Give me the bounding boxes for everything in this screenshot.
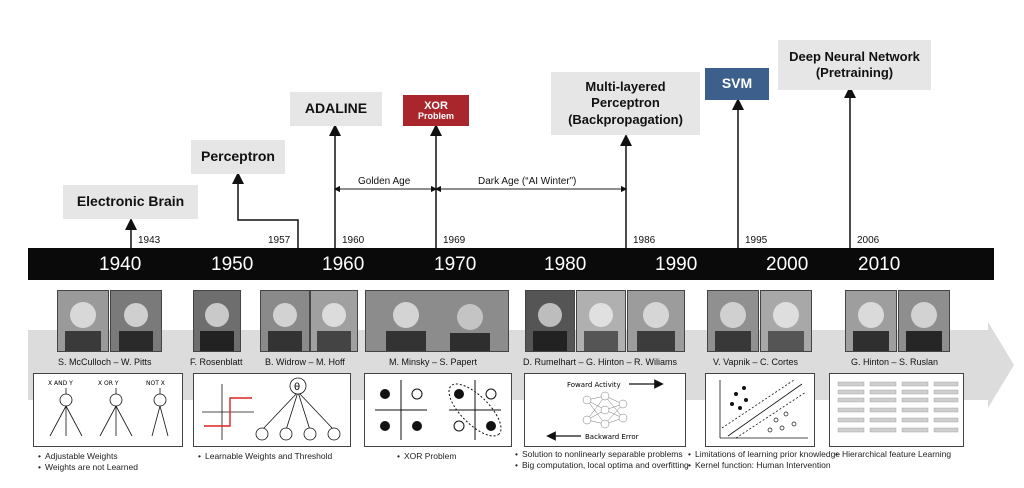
decade-label: 1990 <box>655 254 698 275</box>
golden-age-label: Golden Age <box>356 176 413 187</box>
perceptron-diagram: θ <box>202 377 341 441</box>
bullet-item: Limitations of learning prior knowledge <box>688 449 840 460</box>
milestone-electronic-brain: Electronic Brain <box>63 185 198 219</box>
dark-age-label: Dark Age (“AI Winter”) <box>476 176 579 187</box>
bullet-item: Weights are not Learned <box>38 462 138 473</box>
year-label: 1969 <box>443 235 466 246</box>
portrait-salakhutdinov <box>898 290 950 352</box>
people-names: F. Rosenblatt <box>190 357 243 367</box>
people-names: D. Rumelhart – G. Hinton – R. Wiliams <box>523 357 678 367</box>
portrait-vapnik <box>707 290 759 352</box>
milestone-xor-problem: XOR Problem <box>403 95 469 126</box>
portrait-cortes <box>760 290 812 352</box>
decade-label: 1970 <box>434 254 477 275</box>
portrait-mcculloch <box>57 290 109 352</box>
portrait-widrow <box>260 290 310 352</box>
decade-bar <box>28 248 994 280</box>
milestone-svm: SVM <box>705 68 769 100</box>
milestone-multilayer-perceptron: Multi-layered Perceptron (Backpropagatio… <box>551 72 700 135</box>
portrait-hoff <box>310 290 358 352</box>
people-names: V. Vapnik – C. Cortes <box>713 357 799 367</box>
year-label: 1943 <box>138 235 161 246</box>
people-names: G. Hinton – S. Ruslan <box>851 357 939 367</box>
bullet-item: Kernel function: Human Intervention <box>688 460 840 471</box>
bullet-item: Big computation, local optima and overfi… <box>515 460 689 471</box>
people-names: B. Widrow – M. Hoff <box>265 357 345 367</box>
portrait-hinton-2006 <box>845 290 897 352</box>
gate-label: NOT X <box>146 380 165 387</box>
bullet-item: XOR Problem <box>397 451 456 462</box>
panel-backprop: Foward Activity Backward Error <box>524 373 686 447</box>
panel-svm <box>705 373 815 447</box>
milestone-perceptron: Perceptron <box>191 140 285 174</box>
panel-perceptron: θ <box>193 373 351 447</box>
panel-xor <box>364 373 512 447</box>
panel-dnn <box>829 373 964 447</box>
bullets-backprop: Solution to nonlinearly separable proble… <box>515 449 689 471</box>
bullets-dnn: Hierarchical feature Learning <box>835 449 951 460</box>
backward-error-label: Backward Error <box>585 433 639 441</box>
decade-label: 2010 <box>858 254 901 275</box>
gate-label: X OR Y <box>98 380 119 387</box>
year-label: 1986 <box>633 235 656 246</box>
decade-label: 1960 <box>322 254 365 275</box>
year-label: 2006 <box>857 235 880 246</box>
portrait-williams <box>627 290 685 352</box>
decade-label: 1940 <box>99 254 142 275</box>
year-label: 1960 <box>342 235 365 246</box>
bullet-item: Adjustable Weights <box>38 451 138 462</box>
svm-diagram <box>719 379 808 439</box>
decade-label: 2000 <box>766 254 809 275</box>
theta-symbol: θ <box>294 382 300 393</box>
bullets-xor: XOR Problem <box>397 451 456 462</box>
bullet-item: Hierarchical feature Learning <box>835 449 951 460</box>
xor-label-line2: Problem <box>417 110 454 121</box>
backprop-diagram: Foward Activity Backward Error <box>546 379 664 441</box>
people-names: S. McCulloch – W. Pitts <box>58 357 152 367</box>
year-label: 1995 <box>745 235 768 246</box>
portrait-rumelhart <box>525 290 575 352</box>
bullets-perceptron: Learnable Weights and Threshold <box>198 451 332 462</box>
decade-label: 1950 <box>211 254 254 275</box>
milestone-deep-neural-network: Deep Neural Network (Pretraining) <box>778 40 931 90</box>
decade-label: 1980 <box>544 254 587 275</box>
logic-gates-diagram: X AND Y X OR Y NOT X <box>48 380 169 437</box>
arrow-1957 <box>232 172 299 248</box>
portrait-hinton <box>576 290 626 352</box>
milestone-adaline: ADALINE <box>290 92 382 126</box>
gate-label: X AND Y <box>48 380 73 387</box>
portrait-minsky-papert <box>365 290 509 352</box>
bullets-svm: Limitations of learning prior knowledge … <box>688 449 840 471</box>
people-names: M. Minsky – S. Papert <box>389 357 478 367</box>
bullets-logic: Adjustable Weights Weights are not Learn… <box>38 451 138 473</box>
bullet-item: Learnable Weights and Threshold <box>198 451 332 462</box>
xor-label-line1: XOR <box>424 99 448 112</box>
forward-activity-label: Foward Activity <box>567 381 621 389</box>
panel-logic-gates: X AND Y X OR Y NOT X <box>33 373 183 447</box>
portrait-rosenblatt <box>193 290 241 352</box>
xor-diagram <box>375 380 502 440</box>
year-label: 1957 <box>268 235 291 246</box>
bullet-item: Solution to nonlinearly separable proble… <box>515 449 689 460</box>
portrait-pitts <box>110 290 162 352</box>
timeline-band-arrowhead <box>988 322 1014 408</box>
dnn-pretraining-diagram <box>837 381 959 433</box>
